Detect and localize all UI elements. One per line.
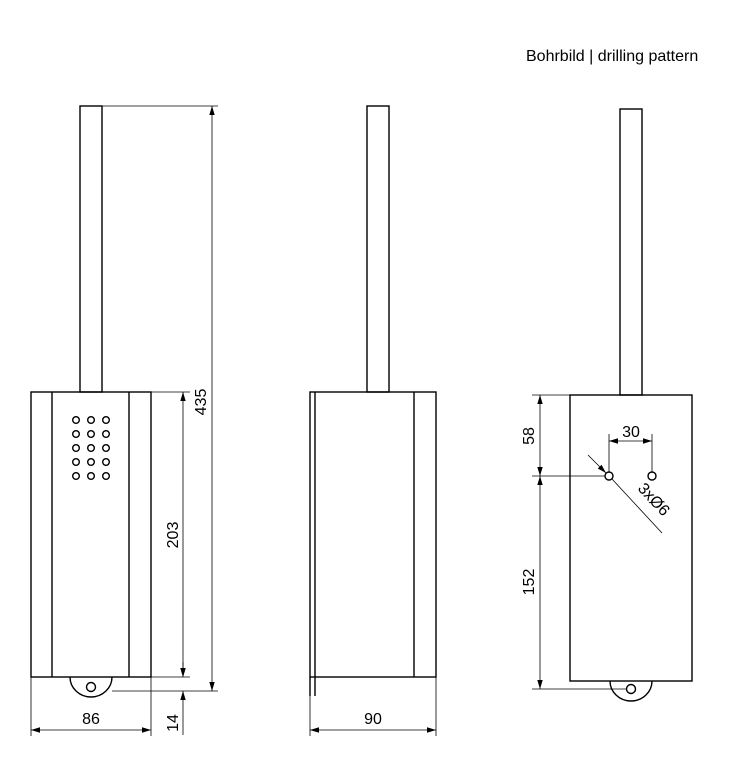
hole-spec-leader	[587, 454, 607, 474]
dim-hole-from-top: 58	[521, 427, 538, 445]
front-handle	[79, 105, 103, 393]
dim-body-height: 203	[165, 522, 182, 549]
dim-side-width: 90	[364, 711, 382, 728]
side-handle	[366, 105, 390, 393]
dim-front-width: 86	[82, 711, 100, 728]
front-mount-hole	[85, 681, 97, 693]
drill-hole-right	[647, 471, 657, 481]
dim-hole-to-bottom: 152	[521, 569, 538, 596]
drill-hole-left	[604, 471, 614, 481]
dim-hole-spec: 3xØ6	[634, 480, 673, 520]
dim-mount-offset: 14	[165, 714, 182, 732]
drawing-title: Bohrbild | drilling pattern	[526, 48, 698, 65]
bottom-drill-hole	[625, 683, 637, 695]
drilling-pattern-view: 58 152 30 3xØ6	[521, 108, 693, 702]
ventilation-holes	[71, 416, 110, 481]
pattern-handle	[619, 108, 643, 396]
dim-total-height: 435	[193, 389, 210, 416]
front-mount-tab	[69, 676, 113, 698]
side-body	[309, 391, 437, 678]
front-view: 435 203 14 86	[30, 105, 218, 736]
pattern-back-plate	[569, 394, 693, 682]
front-body	[30, 391, 152, 678]
side-view: 90	[309, 105, 437, 736]
dim-hole-spacing: 30	[622, 424, 640, 441]
